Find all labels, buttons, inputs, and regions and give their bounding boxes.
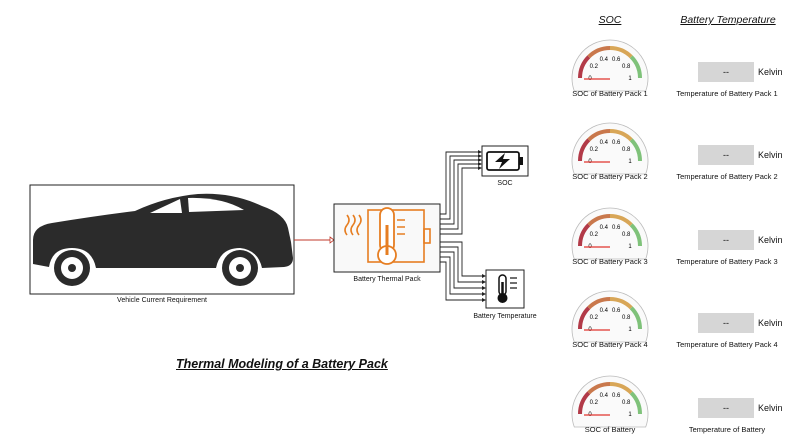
temperature-display: -- xyxy=(698,398,754,418)
gauge-zone xyxy=(609,214,633,227)
temperature-unit-label: Kelvin xyxy=(758,150,783,160)
gauge-zone xyxy=(629,223,642,247)
temperature-label: Temperature of Battery Pack 2 xyxy=(676,172,778,181)
thermometer-battery-icon xyxy=(344,207,431,265)
temperature-display: -- xyxy=(698,313,754,333)
gauge-tick-label: 0.2 xyxy=(590,400,599,406)
gauge-tick-label: 0.4 xyxy=(600,140,609,146)
soc-gauge: 00.20.40.60.81 xyxy=(571,290,649,343)
gauge-tick-label: 0.4 xyxy=(600,57,609,63)
gauge-zone xyxy=(629,306,642,330)
gauge-tick-label: 0.6 xyxy=(612,57,621,63)
gauge-zone xyxy=(578,55,591,79)
gauge-tick-label: 1 xyxy=(628,327,632,333)
soc-gauge-label: SOC of Battery Pack 4 xyxy=(572,340,648,349)
gauge-zone xyxy=(587,214,611,227)
gauge-tick-label: 0.2 xyxy=(590,64,599,70)
temperature-unit-label: Kelvin xyxy=(758,235,783,245)
gauge-tick-label: 0.4 xyxy=(600,393,609,399)
gauge-tick-label: 0.4 xyxy=(600,308,609,314)
soc-gauges: 00.20.40.60.8100.20.40.60.8100.20.40.60.… xyxy=(571,39,649,428)
gauge-tick-label: 0.8 xyxy=(622,315,631,321)
gauge-zone xyxy=(587,297,611,310)
soc-gauge: 00.20.40.60.81 xyxy=(571,122,649,175)
temperature-display: -- xyxy=(698,230,754,250)
soc-gauge-label: SOC of Battery Pack 2 xyxy=(572,172,648,181)
temperature-unit-label: Kelvin xyxy=(758,318,783,328)
thermal-pack-block-label: Battery Thermal Pack xyxy=(353,276,421,283)
temperature-label: Temperature of Battery Pack 3 xyxy=(676,257,778,266)
battery-temperature-column-header: Battery Temperature xyxy=(680,14,776,26)
temperature-label: Temperature of Battery Pack 4 xyxy=(676,340,778,349)
gauge-zone xyxy=(629,391,642,415)
soc-bus-block-label: SOC xyxy=(497,180,513,187)
gauge-tick-label: 0.6 xyxy=(612,140,621,146)
soc-gauge-label: SOC of Battery Pack 3 xyxy=(572,257,648,266)
vehicle-current-requirement-block[interactable] xyxy=(29,184,295,295)
soc-column-header: SOC xyxy=(598,14,622,26)
temperature-unit-label: Kelvin xyxy=(758,67,783,77)
soc-gauge: 00.20.40.60.81 xyxy=(571,207,649,260)
gauge-tick-label: 0.2 xyxy=(590,147,599,153)
soc-gauge: 00.20.40.60.81 xyxy=(571,39,649,92)
gauge-tick-label: 0.8 xyxy=(622,64,631,70)
gauge-zone xyxy=(578,391,591,415)
temperature-label: Temperature of Battery xyxy=(688,425,766,434)
temperature-bus-block-label: Battery Temperature xyxy=(473,313,537,320)
gauge-zone xyxy=(629,138,642,162)
gauge-zone xyxy=(609,382,633,395)
soc-gauge-label: SOC of Battery Pack 1 xyxy=(572,89,648,98)
gauge-zone xyxy=(609,46,633,59)
gauge-zone xyxy=(629,55,642,79)
gauge-tick-label: 0.6 xyxy=(612,225,621,231)
gauge-zone xyxy=(609,297,633,310)
gauge-tick-label: 1 xyxy=(628,159,632,165)
gauge-zone xyxy=(587,129,611,142)
soc-gauge-label: SOC of Battery xyxy=(584,425,636,434)
soc-bus-block[interactable] xyxy=(481,145,529,177)
battery-charging-icon xyxy=(486,151,523,171)
temperature-unit-label: Kelvin xyxy=(758,403,783,413)
signal-line-current xyxy=(294,236,335,244)
model-title: Thermal Modeling of a Battery Pack xyxy=(176,357,388,371)
gauge-tick-label: 0.6 xyxy=(612,393,621,399)
gauge-tick-label: 0.8 xyxy=(622,232,631,238)
gauge-tick-label: 0.2 xyxy=(590,232,599,238)
gauge-tick-label: 0.2 xyxy=(590,315,599,321)
gauge-zone xyxy=(578,223,591,247)
gauge-zone xyxy=(578,306,591,330)
vehicle-block-label: Vehicle Current Requirement xyxy=(117,297,207,304)
gauge-zone xyxy=(587,46,611,59)
gauge-tick-label: 1 xyxy=(628,412,632,418)
gauge-tick-label: 0.4 xyxy=(600,225,609,231)
gauge-tick-label: 1 xyxy=(628,244,632,250)
temperature-bus-block[interactable] xyxy=(485,269,525,309)
gauge-tick-label: 0.6 xyxy=(612,308,621,314)
soc-gauge: 00.20.40.60.81 xyxy=(571,375,649,428)
car-icon xyxy=(33,193,293,286)
soc-bus-lines xyxy=(440,150,482,235)
thermometer-icon xyxy=(497,274,517,303)
gauge-zone xyxy=(609,129,633,142)
gauge-zone xyxy=(578,138,591,162)
gauge-tick-label: 0.8 xyxy=(622,400,631,406)
gauge-zone xyxy=(587,382,611,395)
temperature-label: Temperature of Battery Pack 1 xyxy=(676,89,778,98)
temp-bus-lines xyxy=(440,241,486,302)
gauge-tick-label: 1 xyxy=(628,76,632,82)
battery-thermal-pack-block[interactable] xyxy=(333,203,441,273)
temperature-display: -- xyxy=(698,62,754,82)
temperature-display: -- xyxy=(698,145,754,165)
gauge-tick-label: 0.8 xyxy=(622,147,631,153)
